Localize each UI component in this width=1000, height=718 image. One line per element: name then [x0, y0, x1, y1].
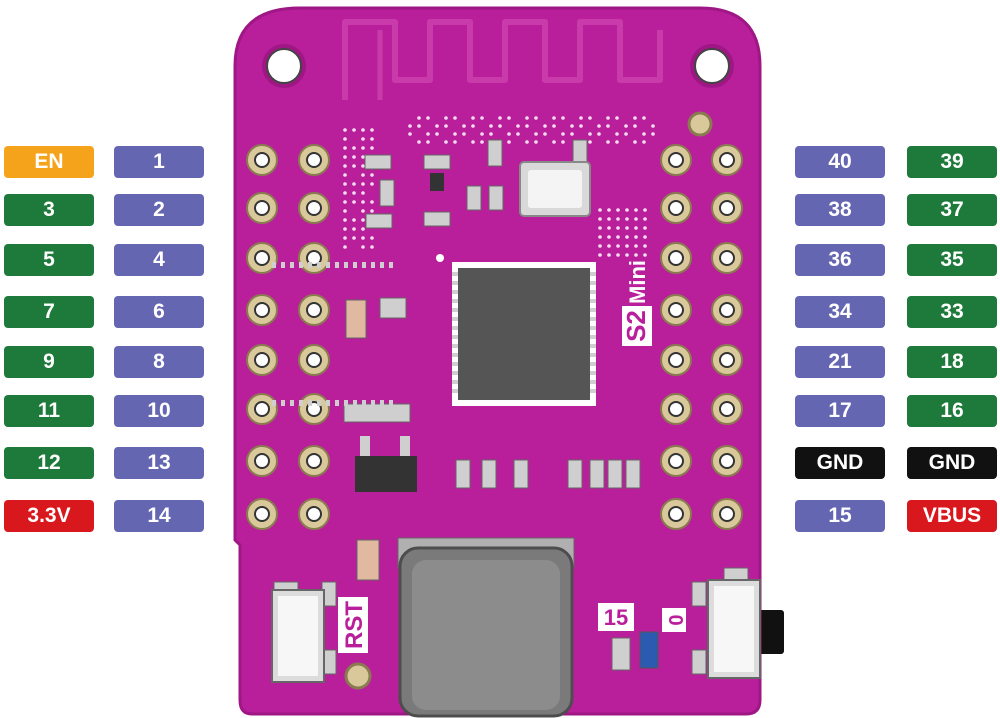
left-inner-pin-label: 14: [114, 500, 204, 532]
left-outer-pin-label: 5: [4, 244, 94, 276]
model-label: S2: [621, 310, 651, 342]
right-inner-pin-label: 38: [795, 194, 885, 226]
header-pads: [246, 144, 743, 530]
right-inner-pin-label: 17: [795, 395, 885, 427]
left-inner-pin-label: 4: [114, 244, 204, 276]
left-outer-pin-label: 3.3V: [4, 500, 94, 532]
right-inner-pin-label: GND: [795, 447, 885, 479]
left-outer-pin-label: 3: [4, 194, 94, 226]
via-field: [343, 116, 655, 257]
esp32-s2-chip: [272, 254, 596, 406]
right-outer-pin-label: 18: [907, 346, 997, 378]
left-inner-pin-label: 8: [114, 346, 204, 378]
right-outer-pin-label: 16: [907, 395, 997, 427]
passive-components: [273, 139, 749, 675]
left-inner-pin-label: 13: [114, 447, 204, 479]
right-outer-pin-label: 37: [907, 194, 997, 226]
antenna-trace: [342, 19, 663, 100]
model-suffix-label: Mini: [625, 260, 650, 304]
button-left-number: 15: [604, 605, 628, 630]
left-outer-pin-label: 9: [4, 346, 94, 378]
left-outer-pin-label: 7: [4, 296, 94, 328]
right-inner-pin-label: 40: [795, 146, 885, 178]
left-inner-pin-label: 2: [114, 194, 204, 226]
model-silkscreen: S2 Mini: [621, 260, 652, 346]
reset-button: [271, 589, 325, 683]
boot-button: [707, 579, 761, 679]
right-outer-pin-label: GND: [907, 447, 997, 479]
right-outer-pin-label: VBUS: [907, 500, 997, 532]
right-outer-pin-label: 35: [907, 244, 997, 276]
reset-label: RST: [341, 601, 368, 649]
left-inner-pin-label: 6: [114, 296, 204, 328]
mounting-hole-left: [262, 44, 306, 88]
right-inner-pin-label: 15: [795, 500, 885, 532]
right-inner-pin-label: 34: [795, 296, 885, 328]
button-right-actuator: [758, 610, 784, 654]
right-outer-pin-label: 39: [907, 146, 997, 178]
left-inner-pin-label: 10: [114, 395, 204, 427]
left-outer-pin-label: 11: [4, 395, 94, 427]
button-right-number: 0: [666, 614, 688, 625]
mounting-hole-right: [690, 44, 734, 88]
usb-c-connector: [397, 537, 575, 718]
right-inner-pin-label: 21: [795, 346, 885, 378]
left-outer-pin-label: EN: [4, 146, 94, 178]
left-outer-pin-label: 12: [4, 447, 94, 479]
left-inner-pin-label: 1: [114, 146, 204, 178]
right-inner-pin-label: 36: [795, 244, 885, 276]
right-outer-pin-label: 33: [907, 296, 997, 328]
